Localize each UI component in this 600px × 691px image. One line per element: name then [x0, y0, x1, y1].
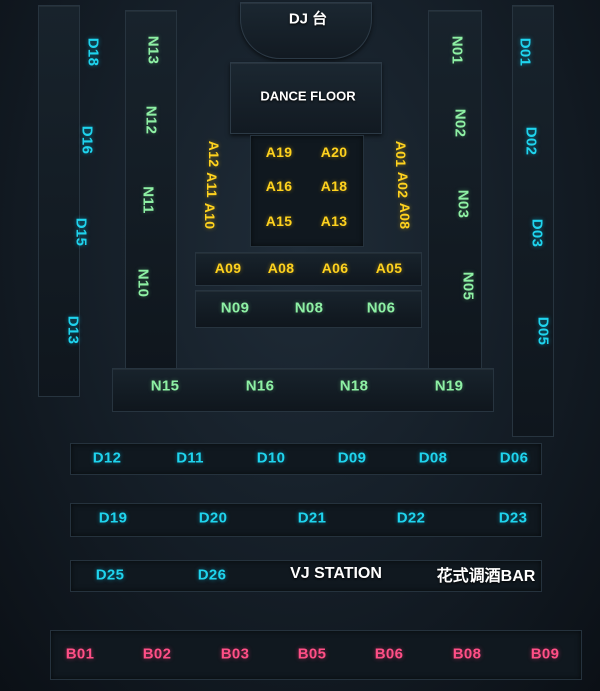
seat-a19[interactable]: A19	[265, 144, 293, 160]
seat-a18[interactable]: A18	[320, 178, 348, 194]
seat-b08[interactable]: B08	[452, 645, 482, 663]
seat-n18[interactable]: N18	[339, 377, 369, 395]
b-row-bench	[50, 630, 582, 680]
seat-n13[interactable]: N13	[144, 35, 162, 65]
seat-d01[interactable]: D01	[516, 37, 534, 67]
dj-booth	[240, 2, 372, 59]
dance-floor-platform	[230, 62, 382, 134]
seat-n12[interactable]: N12	[142, 105, 160, 135]
seat-n06[interactable]: N06	[366, 299, 396, 317]
seat-a16[interactable]: A16	[265, 178, 293, 194]
seat-n11[interactable]: N11	[139, 186, 157, 214]
center-seat-block	[250, 135, 364, 247]
seat-a09[interactable]: A09	[214, 260, 242, 276]
seat-n16[interactable]: N16	[245, 377, 275, 395]
seat-n01[interactable]: N01	[448, 35, 466, 65]
seat-b06[interactable]: B06	[374, 645, 404, 663]
seat-a05[interactable]: A05	[375, 260, 403, 276]
dance-floor-label: DANCE FLOOR	[260, 88, 356, 104]
d-row3-bench	[70, 560, 542, 592]
seat-d09[interactable]: D09	[337, 449, 367, 467]
seat-a02[interactable]: A02	[395, 171, 411, 199]
seat-b01[interactable]: B01	[65, 645, 95, 663]
seat-a15[interactable]: A15	[265, 213, 293, 229]
cocktail-bar-label: 花式调酒BAR	[436, 568, 536, 585]
a-front-ledge	[195, 252, 422, 286]
seat-a10[interactable]: A10	[202, 202, 218, 230]
n-front-ledge	[195, 290, 422, 328]
seat-d16[interactable]: D16	[78, 125, 96, 155]
seat-d02[interactable]: D02	[522, 126, 540, 156]
seat-d15[interactable]: D15	[72, 217, 90, 247]
seat-d08[interactable]: D08	[418, 449, 448, 467]
seat-a13[interactable]: A13	[320, 213, 348, 229]
seat-a12[interactable]: A12	[206, 140, 222, 168]
seat-b03[interactable]: B03	[220, 645, 250, 663]
seat-d26[interactable]: D26	[197, 566, 227, 584]
seat-d18[interactable]: D18	[84, 37, 102, 67]
outer-left-wall	[38, 5, 80, 397]
seat-d05[interactable]: D05	[534, 316, 552, 346]
seat-n03[interactable]: N03	[454, 189, 472, 219]
seat-d19[interactable]: D19	[98, 509, 128, 527]
seat-d06[interactable]: D06	[499, 449, 529, 467]
seat-a01[interactable]: A01	[393, 140, 409, 168]
seat-b05[interactable]: B05	[297, 645, 327, 663]
seat-d10[interactable]: D10	[256, 449, 286, 467]
seat-n08[interactable]: N08	[294, 299, 324, 317]
seat-b09[interactable]: B09	[530, 645, 560, 663]
dj-booth-label: DJ 台	[288, 10, 328, 28]
seat-d25[interactable]: D25	[95, 566, 125, 584]
seat-d20[interactable]: D20	[198, 509, 228, 527]
seat-a08[interactable]: A08	[397, 202, 413, 230]
seat-b02[interactable]: B02	[142, 645, 172, 663]
seat-d22[interactable]: D22	[396, 509, 426, 527]
seat-d23[interactable]: D23	[498, 509, 528, 527]
seat-d03[interactable]: D03	[528, 218, 546, 248]
d-row1-bench	[70, 443, 542, 475]
inner-right-wall	[428, 10, 482, 372]
seat-n15[interactable]: N15	[150, 377, 180, 395]
seat-a06[interactable]: A06	[321, 260, 349, 276]
seat-d12[interactable]: D12	[92, 449, 122, 467]
outer-right-wall	[512, 5, 554, 437]
seat-a20[interactable]: A20	[320, 144, 348, 160]
vj-station-label: VJ STATION	[290, 565, 382, 582]
seat-a08-front[interactable]: A08	[267, 260, 295, 276]
d-row2-bench	[70, 503, 542, 537]
seat-n09[interactable]: N09	[220, 299, 250, 317]
seat-d13[interactable]: D13	[64, 315, 82, 345]
seat-n02[interactable]: N02	[451, 108, 469, 138]
seat-d11[interactable]: D11	[176, 449, 204, 467]
seat-n19[interactable]: N19	[434, 377, 464, 395]
seat-n10[interactable]: N10	[134, 268, 152, 298]
n-row-ledge	[112, 368, 494, 412]
seat-n05[interactable]: N05	[459, 271, 477, 301]
seat-a11[interactable]: A11	[204, 172, 220, 198]
seat-d21[interactable]: D21	[297, 509, 327, 527]
